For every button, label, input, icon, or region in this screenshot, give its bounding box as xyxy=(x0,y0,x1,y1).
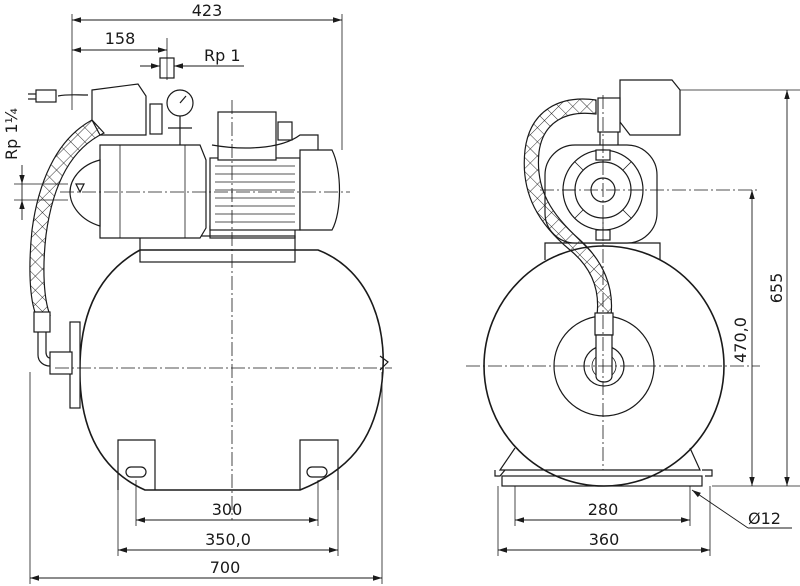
dim-label-158: 158 xyxy=(105,29,136,48)
front-terminal-box xyxy=(217,111,277,161)
front-motor xyxy=(209,157,301,231)
dim-label-655: 655 xyxy=(767,273,786,304)
side-base-stand xyxy=(498,447,701,471)
front-cable xyxy=(211,134,319,150)
dim-label-300: 300 xyxy=(212,500,243,519)
side-dimensions: 655 470,0 280 360 Ø12 xyxy=(497,89,800,556)
front-view xyxy=(28,57,392,520)
front-foot-left xyxy=(117,439,156,490)
side-hose-fitting xyxy=(594,312,614,336)
front-power-plug xyxy=(35,89,57,103)
front-cable-gland xyxy=(277,121,293,141)
dim-label-700: 700 xyxy=(210,558,241,577)
side-pressure-switch xyxy=(619,79,681,136)
front-pump-inlet xyxy=(69,159,101,227)
side-base-plate xyxy=(501,475,703,487)
dim-label-discharge-thread: Rp 1 xyxy=(204,46,241,65)
dim-label-suction-thread: Rp 1¼ xyxy=(2,108,21,160)
dim-label-hole: Ø12 xyxy=(748,509,781,528)
front-pressure-switch xyxy=(91,83,147,136)
dim-label-423: 423 xyxy=(192,1,223,20)
side-hose-end xyxy=(595,334,613,383)
front-flow-arrow xyxy=(75,183,85,194)
front-foot-right-slot xyxy=(306,466,328,478)
front-pump-housing xyxy=(99,144,207,239)
front-flange-connector xyxy=(49,351,73,375)
front-foot-left-slot xyxy=(125,466,147,478)
front-dimensions: 423 158 Rp 1 Rp 1¼ 300 350,0 700 xyxy=(2,1,383,584)
front-power-cable xyxy=(57,94,89,97)
front-hose-elbow xyxy=(37,332,51,367)
front-motor-fan-cover xyxy=(299,149,341,231)
front-foot-right xyxy=(299,439,339,490)
dim-label-350: 350,0 xyxy=(205,530,251,549)
side-switch-fitting xyxy=(597,97,621,133)
dim-label-470: 470,0 xyxy=(731,317,750,363)
front-tank-nipple xyxy=(379,355,389,371)
front-pump-bracket xyxy=(139,235,296,263)
side-view xyxy=(466,79,760,487)
dim-label-360: 360 xyxy=(589,530,620,549)
front-switch-fitting xyxy=(149,103,163,135)
front-hose-fitting xyxy=(33,311,51,333)
dim-leader-hole xyxy=(691,489,749,529)
dim-label-280: 280 xyxy=(588,500,619,519)
